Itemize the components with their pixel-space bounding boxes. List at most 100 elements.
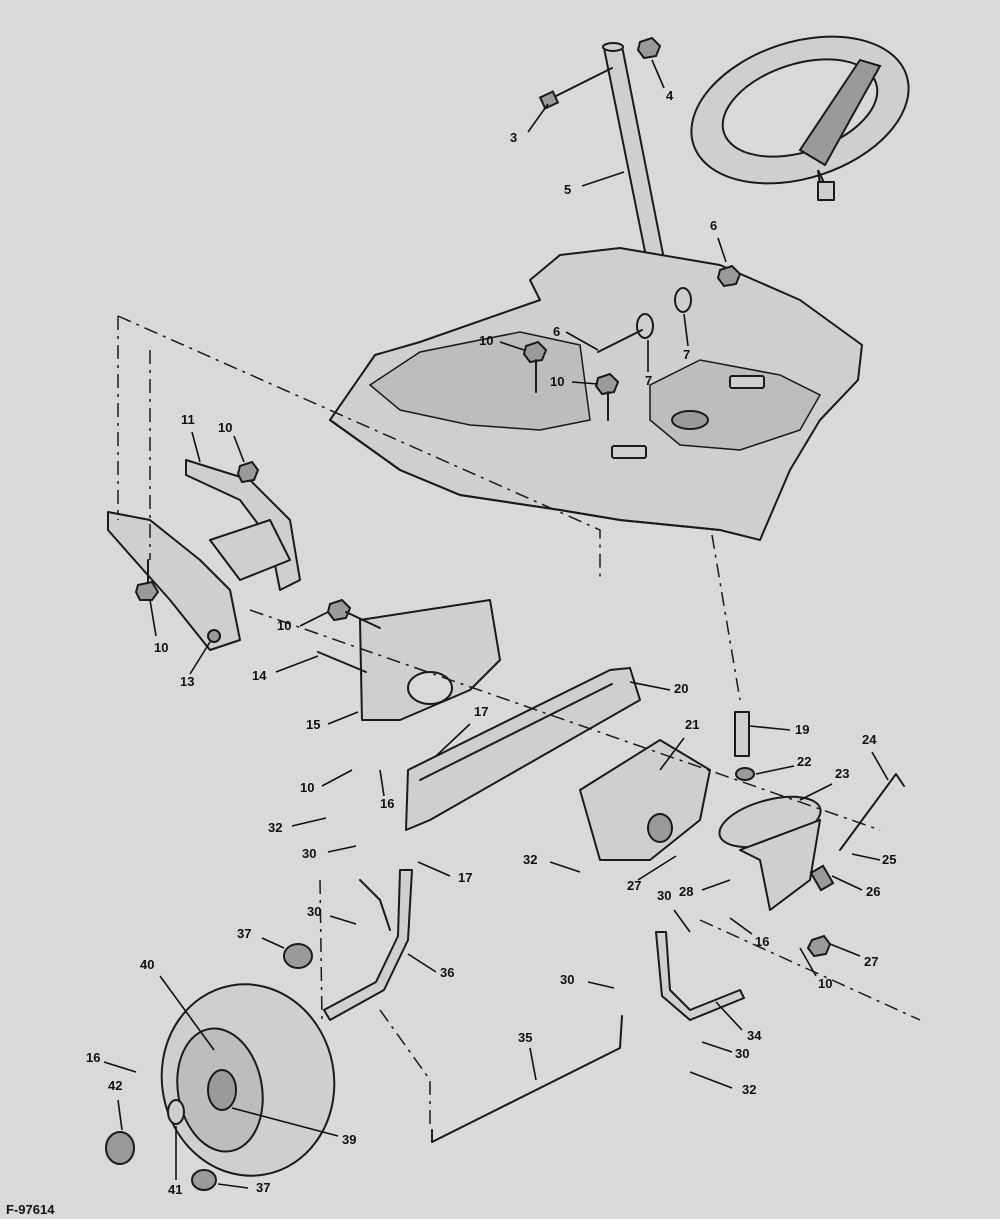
- nut-6: [716, 264, 742, 288]
- plate-15: [359, 599, 501, 721]
- callout-c4: 4: [666, 88, 674, 103]
- washer-41: [167, 1099, 185, 1125]
- leader-line-c10f: [321, 769, 353, 787]
- callout-c10c: 10: [218, 420, 232, 435]
- leader-line-c6b: [565, 331, 599, 351]
- drag-link-24: [839, 773, 905, 851]
- leader-line-c30a: [327, 845, 357, 853]
- callout-c19: 19: [795, 722, 809, 737]
- callout-c27b: 27: [864, 954, 878, 969]
- leader-line-c13: [189, 641, 211, 675]
- callout-c28: 28: [679, 884, 693, 899]
- leader-line-c26: [831, 875, 863, 891]
- callout-c25: 25: [882, 852, 896, 867]
- leader-line-c27b: [829, 943, 861, 957]
- screw-10-dash-a: [522, 340, 548, 393]
- leader-line-c14: [275, 655, 319, 673]
- leader-line-c17b: [417, 861, 451, 877]
- callout-c11: 11: [181, 412, 195, 427]
- callout-c3: 3: [510, 130, 517, 145]
- leader-line-c17a: [435, 723, 471, 757]
- callout-c16b: 16: [755, 934, 769, 949]
- callout-c26: 26: [866, 884, 880, 899]
- bolt-6: [597, 329, 643, 353]
- center-lines: [117, 315, 921, 1130]
- leader-line-c36: [407, 953, 437, 973]
- callout-c39: 39: [342, 1132, 356, 1147]
- callout-c16a: 16: [380, 796, 394, 811]
- callout-c32a: 32: [268, 820, 282, 835]
- leader-line-c3: [527, 103, 549, 133]
- leader-line-c30e: [701, 1041, 733, 1053]
- sector-gear-23: [718, 795, 822, 911]
- callout-c40: 40: [140, 957, 154, 972]
- leader-line-c20: [629, 681, 671, 691]
- callout-c27a: 27: [627, 878, 641, 893]
- callout-c10g: 10: [818, 976, 832, 991]
- callout-c17a: 17: [474, 704, 488, 719]
- leader-line-c32c: [689, 1071, 733, 1089]
- leader-line-c10b: [571, 381, 599, 385]
- callout-c6b: 6: [553, 324, 560, 339]
- leader-line-c10e: [299, 611, 329, 627]
- callout-c5: 5: [564, 182, 571, 197]
- dash-panel: [329, 247, 863, 541]
- callout-c14: 14: [252, 668, 267, 683]
- callout-c30c: 30: [560, 972, 574, 987]
- leader-line-c10c: [233, 435, 245, 463]
- leader-line-c27a: [637, 855, 677, 881]
- leader-line-c10d: [149, 599, 157, 637]
- callout-c30d: 30: [657, 888, 671, 903]
- leader-line-c16b: [729, 917, 753, 935]
- bracket-11: [185, 459, 301, 591]
- leader-line-c30c: [587, 981, 615, 989]
- callout-c10b: 10: [550, 374, 564, 389]
- bearing-37-bottom: [191, 1169, 217, 1191]
- callout-c10d: 10: [154, 640, 168, 655]
- leader-line-c16a: [379, 769, 385, 797]
- leader-line-c16c: [103, 1061, 137, 1073]
- spindle-36: [323, 869, 413, 1021]
- bolt-3: [538, 67, 613, 110]
- leader-line-c10a: [499, 341, 525, 351]
- callout-c20: 20: [674, 681, 688, 696]
- pinion-19: [734, 711, 750, 757]
- spindle-34: [655, 931, 745, 1021]
- callout-c7a: 7: [683, 347, 690, 362]
- callout-c24: 24: [862, 732, 877, 747]
- leader-line-c22: [755, 765, 795, 775]
- leader-line-c37a: [261, 937, 285, 949]
- callout-c32b: 32: [523, 852, 537, 867]
- callout-c30b: 30: [307, 904, 321, 919]
- leader-line-c10g: [799, 947, 817, 977]
- bracket-21: [579, 739, 711, 861]
- callout-c41: 41: [168, 1182, 182, 1197]
- washer-7a: [636, 313, 654, 339]
- callout-c42: 42: [108, 1078, 122, 1093]
- bracket-13: [107, 511, 241, 651]
- leader-line-c42: [117, 1099, 123, 1131]
- ball-joint-26: [809, 864, 835, 892]
- nut-4: [636, 36, 662, 60]
- callout-c35: 35: [518, 1030, 532, 1045]
- screw-10-dash-b: [594, 372, 620, 421]
- callout-c30e: 30: [735, 1046, 749, 1061]
- bearing-42: [105, 1131, 135, 1165]
- callout-c22: 22: [797, 754, 811, 769]
- steering-wheel: [690, 35, 910, 202]
- callout-c16c: 16: [86, 1050, 100, 1065]
- bolt-14: [317, 651, 367, 673]
- callout-c10f: 10: [300, 780, 314, 795]
- leader-line-c6a: [717, 237, 727, 263]
- bearing-37-top: [283, 943, 313, 969]
- callout-c36: 36: [440, 965, 454, 980]
- callout-c15: 15: [306, 717, 320, 732]
- leader-line-c23: [799, 783, 833, 801]
- callout-c23: 23: [835, 766, 849, 781]
- callout-c37a: 37: [237, 926, 251, 941]
- leader-line-c32b: [549, 861, 581, 873]
- tie-rod-35: [431, 1015, 623, 1143]
- leader-line-c25: [851, 853, 881, 861]
- leader-line-c11: [191, 431, 201, 463]
